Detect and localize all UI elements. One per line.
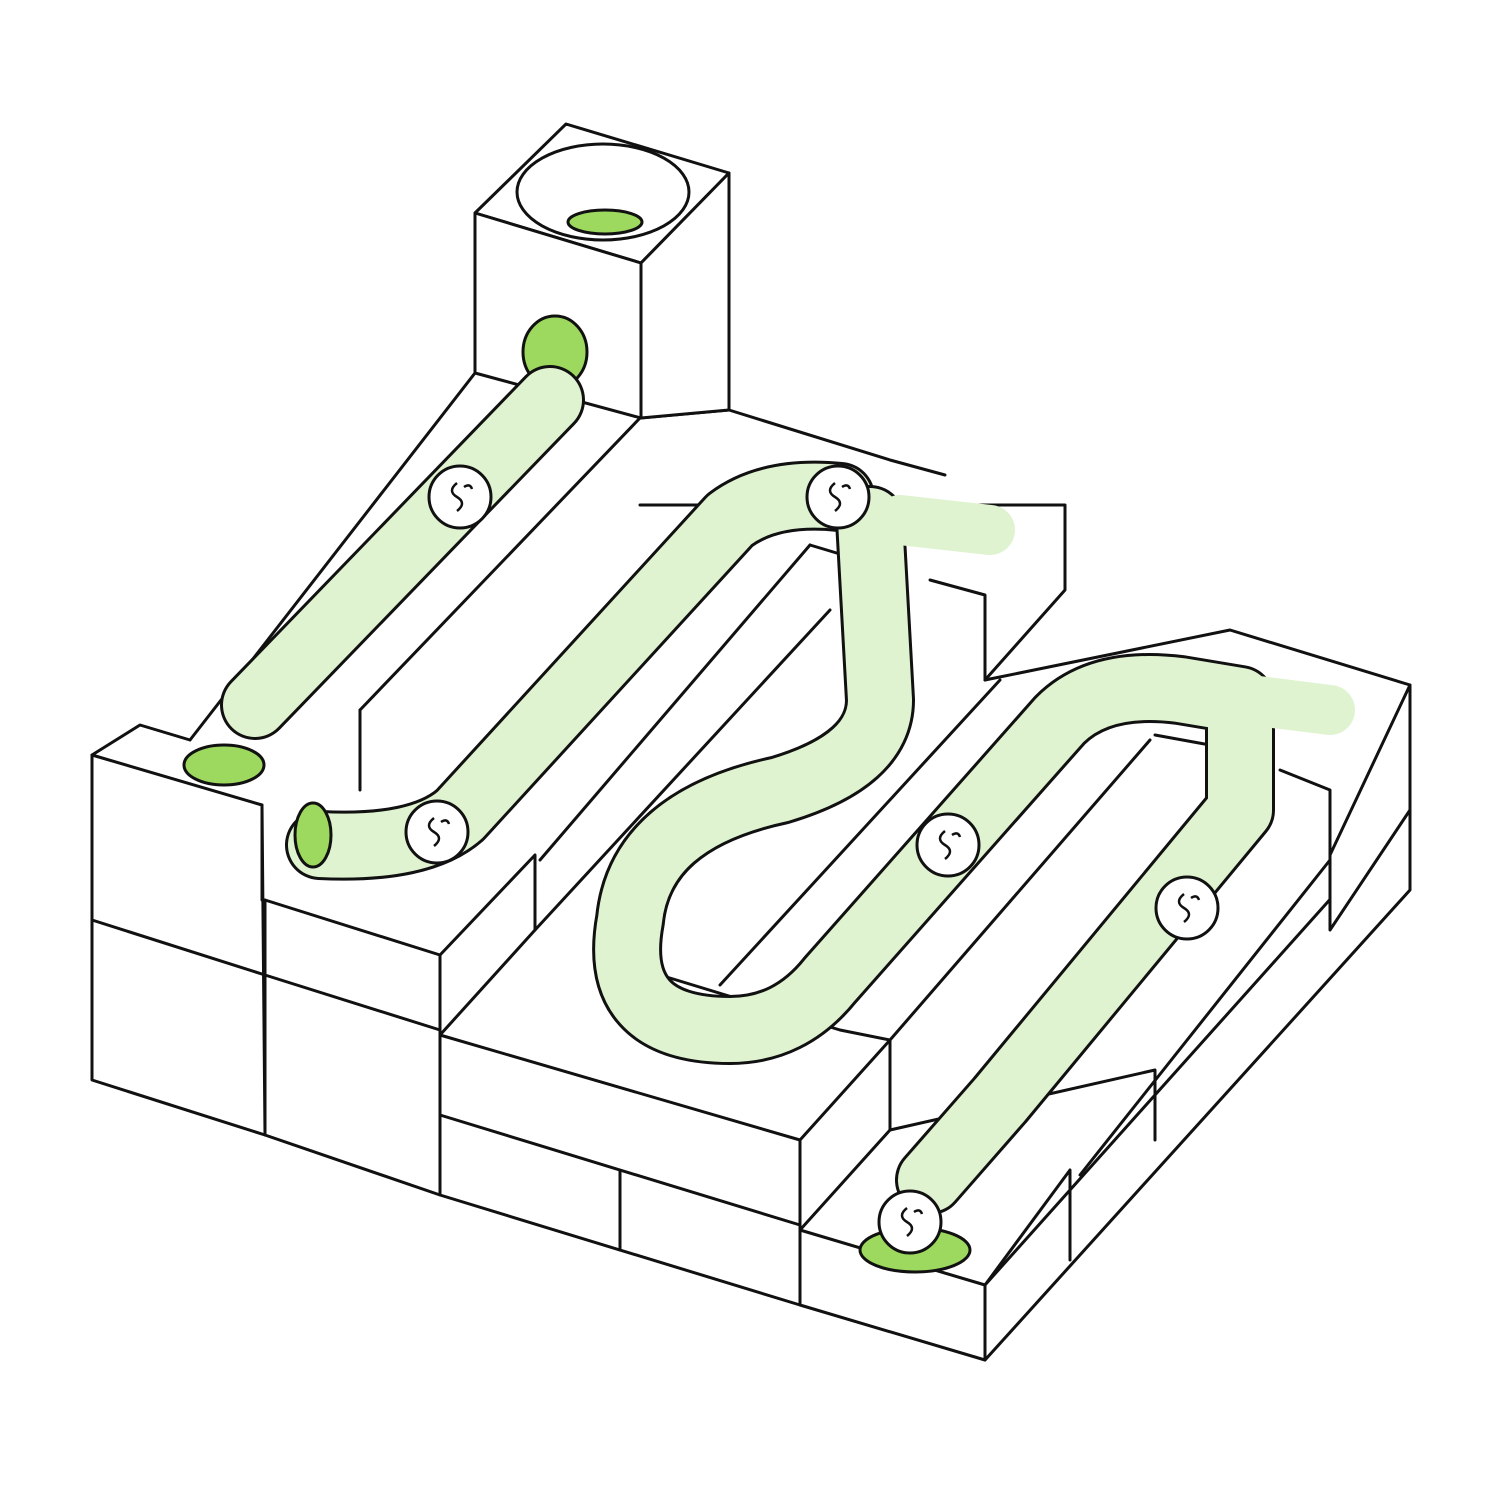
right-wall: [1328, 683, 1412, 932]
marble: [427, 464, 493, 530]
marble: [915, 812, 981, 878]
swirl-icon: [450, 482, 474, 512]
funnel: [515, 142, 691, 242]
cube-right-face: [639, 171, 731, 420]
marble-swirl-marble-icon: [805, 464, 871, 530]
marble-swirl-marble-icon: [877, 1189, 943, 1255]
marble-swirl-marble-icon: [404, 799, 470, 865]
marble: [1154, 875, 1220, 941]
funnel-hole: [566, 208, 644, 236]
corner-hole: [182, 743, 266, 787]
marble: [404, 799, 470, 865]
left-step-right: [438, 853, 537, 1037]
swirl-icon: [938, 830, 962, 860]
right-side: [983, 808, 1412, 1362]
swirl-icon: [900, 1207, 924, 1237]
marble-swirl-marble-icon: [1154, 875, 1220, 941]
marble: [877, 1189, 943, 1255]
marble-swirl-marble-icon: [427, 464, 493, 530]
swirl-icon: [427, 817, 451, 847]
marbles: [404, 464, 1220, 1255]
track-entry-hole: [293, 801, 333, 869]
marble: [805, 464, 871, 530]
middle-step-right: [798, 1038, 892, 1232]
marble-swirl-marble-icon: [915, 812, 981, 878]
swirl-icon: [828, 482, 852, 512]
middle-left-front: [263, 898, 442, 1197]
start-cube: [473, 122, 731, 420]
swirl-icon: [1177, 893, 1201, 923]
left-tower-front: [90, 753, 267, 1137]
